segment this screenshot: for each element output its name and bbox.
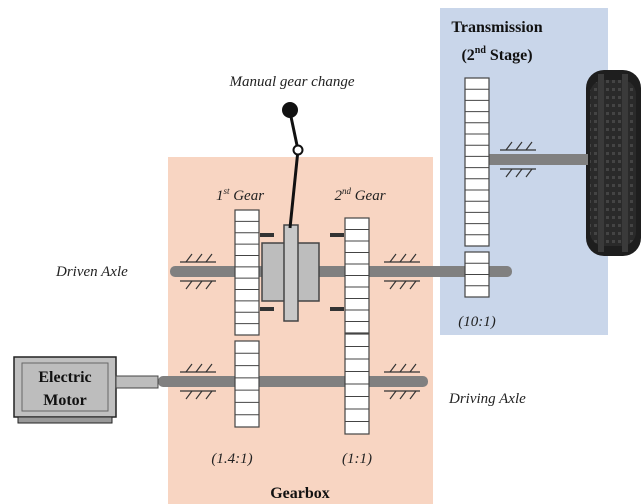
clutch-tooth [260, 307, 274, 311]
second-gear-sup: nd [342, 186, 352, 196]
manual-gear-change-label: Manual gear change [229, 74, 355, 90]
first-gear-driven-body [234, 209, 260, 336]
first-gear-word: Gear [229, 188, 264, 204]
second-gear-num: 2 [334, 188, 342, 204]
ground-hatch-icon [180, 141, 536, 400]
first-gear-num: 1 [216, 188, 224, 204]
ratio-second-label: (1:1) [342, 451, 372, 467]
electric-motor-label-line1: Electric [38, 369, 91, 386]
first-gear-label: 1st Gear [216, 186, 264, 204]
transmission-stage-close: Stage) [486, 47, 533, 64]
clutch-tooth [330, 233, 344, 237]
gearbox-region [168, 157, 433, 504]
electric-motor-label-line2: Motor [43, 392, 87, 409]
transmission-stage-label: (2nd Stage) [461, 45, 532, 64]
synchro-sleeve [283, 224, 299, 322]
driven-axle-label: Driven Axle [55, 264, 128, 280]
first-gear-driven [234, 209, 260, 336]
first-gear-driving-body [234, 340, 260, 428]
second-gear-driving [344, 333, 370, 435]
clutch-tooth [260, 233, 274, 237]
gear-lever-icon [282, 102, 304, 229]
second-gear-word: Gear [351, 188, 386, 204]
transmission-stage-open: (2 [461, 47, 474, 64]
transmission-gear-large-body [464, 77, 490, 247]
tire-icon [586, 70, 641, 256]
electric-motor-icon [13, 356, 159, 424]
second-gear-driven [344, 217, 370, 334]
transmission-gear-small [464, 251, 490, 298]
ratio-transmission-label: (10:1) [458, 314, 496, 330]
transmission-gear-large [464, 77, 490, 247]
driving-axle-shaft [158, 376, 428, 387]
transmission-title: Transmission [451, 19, 542, 36]
gearbox-label: Gearbox [270, 485, 330, 502]
wheel-axle [488, 154, 588, 165]
transmission-stage-sup: nd [475, 45, 487, 56]
ratio-first-label: (1.4:1) [211, 451, 252, 467]
second-gear-label: 2nd Gear [334, 186, 385, 204]
first-gear-driving [234, 340, 260, 428]
driven-axle-shaft [170, 266, 512, 277]
first-gear-sup: st [223, 186, 230, 196]
clutch-tooth [330, 307, 344, 311]
gears-group [234, 77, 490, 435]
driving-axle-label: Driving Axle [448, 391, 526, 407]
